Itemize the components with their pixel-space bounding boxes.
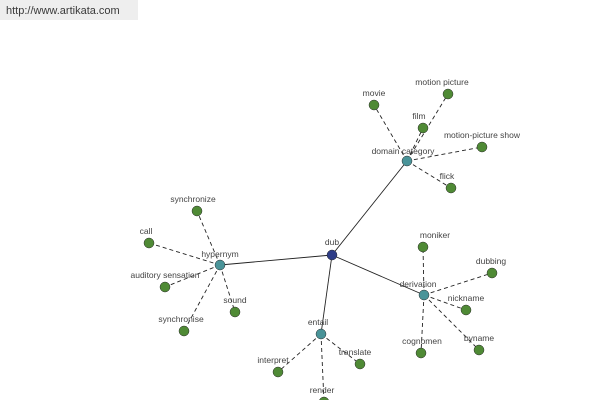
- label-translate[interactable]: translate: [339, 347, 372, 357]
- url-bar: http://www.artikata.com: [0, 0, 138, 20]
- label-film[interactable]: film: [412, 111, 425, 121]
- label-dub[interactable]: dub: [325, 237, 339, 247]
- label-domain-category[interactable]: domain category: [372, 146, 436, 156]
- label-sound[interactable]: sound: [223, 295, 246, 305]
- edge-derivation-nickname: [423, 294, 467, 311]
- edge-hypernym-auditory-sensation: [164, 264, 221, 288]
- edges: [148, 93, 493, 400]
- node-derivation[interactable]: [418, 289, 430, 301]
- label-movie[interactable]: movie: [363, 88, 386, 98]
- edge-dub-derivation: [331, 254, 425, 296]
- edge-dub-hypernym: [219, 254, 333, 266]
- node-sound[interactable]: [229, 306, 241, 318]
- node-flick[interactable]: [445, 182, 457, 194]
- url-text[interactable]: http://www.artikata.com: [6, 5, 120, 17]
- label-render[interactable]: render: [310, 385, 335, 395]
- edge-domain-category-movie: [373, 104, 408, 162]
- node-render[interactable]: [319, 396, 329, 400]
- edge-domain-category-film: [406, 127, 424, 162]
- label-nickname[interactable]: nickname: [448, 293, 485, 303]
- edge-hypernym-sound: [219, 264, 236, 313]
- node-dub[interactable]: [326, 249, 338, 261]
- node-moniker[interactable]: [417, 241, 429, 253]
- label-motion-picture-show[interactable]: motion-picture show: [444, 130, 521, 140]
- label-auditory-sensation[interactable]: auditory sensation: [131, 270, 200, 280]
- node-synchronise[interactable]: [178, 325, 190, 337]
- node-domain-category[interactable]: [401, 155, 413, 167]
- edge-entail-translate: [320, 333, 361, 365]
- node-interpret[interactable]: [272, 366, 284, 378]
- edge-derivation-byname: [423, 294, 480, 351]
- edge-derivation-moniker: [422, 246, 425, 296]
- edge-dub-entail: [320, 254, 333, 335]
- label-synchronize[interactable]: synchronize: [170, 194, 216, 204]
- edge-hypernym-synchronise: [183, 264, 221, 332]
- edge-domain-category-motion-picture: [406, 93, 449, 162]
- node-motion-picture[interactable]: [442, 88, 454, 100]
- edge-domain-category-flick: [406, 160, 452, 189]
- edge-derivation-dubbing: [423, 272, 493, 296]
- labels: dub domain category movie motion picture fil…: [131, 77, 521, 395]
- node-nickname[interactable]: [460, 304, 472, 316]
- label-derivation[interactable]: derivation: [400, 279, 437, 289]
- label-byname[interactable]: byname: [464, 333, 495, 343]
- node-film[interactable]: [417, 122, 429, 134]
- label-call[interactable]: call: [140, 226, 153, 236]
- node-call[interactable]: [143, 237, 155, 249]
- label-interpret[interactable]: interpret: [257, 355, 289, 365]
- node-synchronize[interactable]: [191, 205, 203, 217]
- nodes: [143, 88, 498, 400]
- label-dubbing[interactable]: dubbing: [476, 256, 507, 266]
- node-byname[interactable]: [473, 344, 485, 356]
- node-hypernym[interactable]: [214, 259, 226, 271]
- node-auditory-sensation[interactable]: [159, 281, 171, 293]
- edge-entail-render: [320, 333, 325, 400]
- label-entail[interactable]: entail: [308, 317, 328, 327]
- edge-dub-domain-category: [331, 160, 408, 256]
- node-movie[interactable]: [368, 99, 380, 111]
- edge-domain-category-motion-picture-show: [406, 146, 483, 162]
- node-motion-picture-show[interactable]: [476, 141, 488, 153]
- label-hypernym[interactable]: hypernym: [201, 249, 238, 259]
- node-dubbing[interactable]: [486, 267, 498, 279]
- label-flick[interactable]: flick: [440, 171, 455, 181]
- edge-hypernym-synchronize: [196, 210, 221, 266]
- edge-entail-interpret: [277, 333, 322, 373]
- label-moniker[interactable]: moniker: [420, 230, 450, 240]
- edge-hypernym-call: [148, 242, 221, 266]
- node-translate[interactable]: [354, 358, 366, 370]
- label-motion-picture[interactable]: motion picture: [415, 77, 469, 87]
- node-entail[interactable]: [315, 328, 327, 340]
- node-cognomen[interactable]: [415, 347, 427, 359]
- label-cognomen[interactable]: cognomen: [402, 336, 442, 346]
- edge-derivation-cognomen: [420, 294, 425, 354]
- label-synchronise[interactable]: synchronise: [158, 314, 204, 324]
